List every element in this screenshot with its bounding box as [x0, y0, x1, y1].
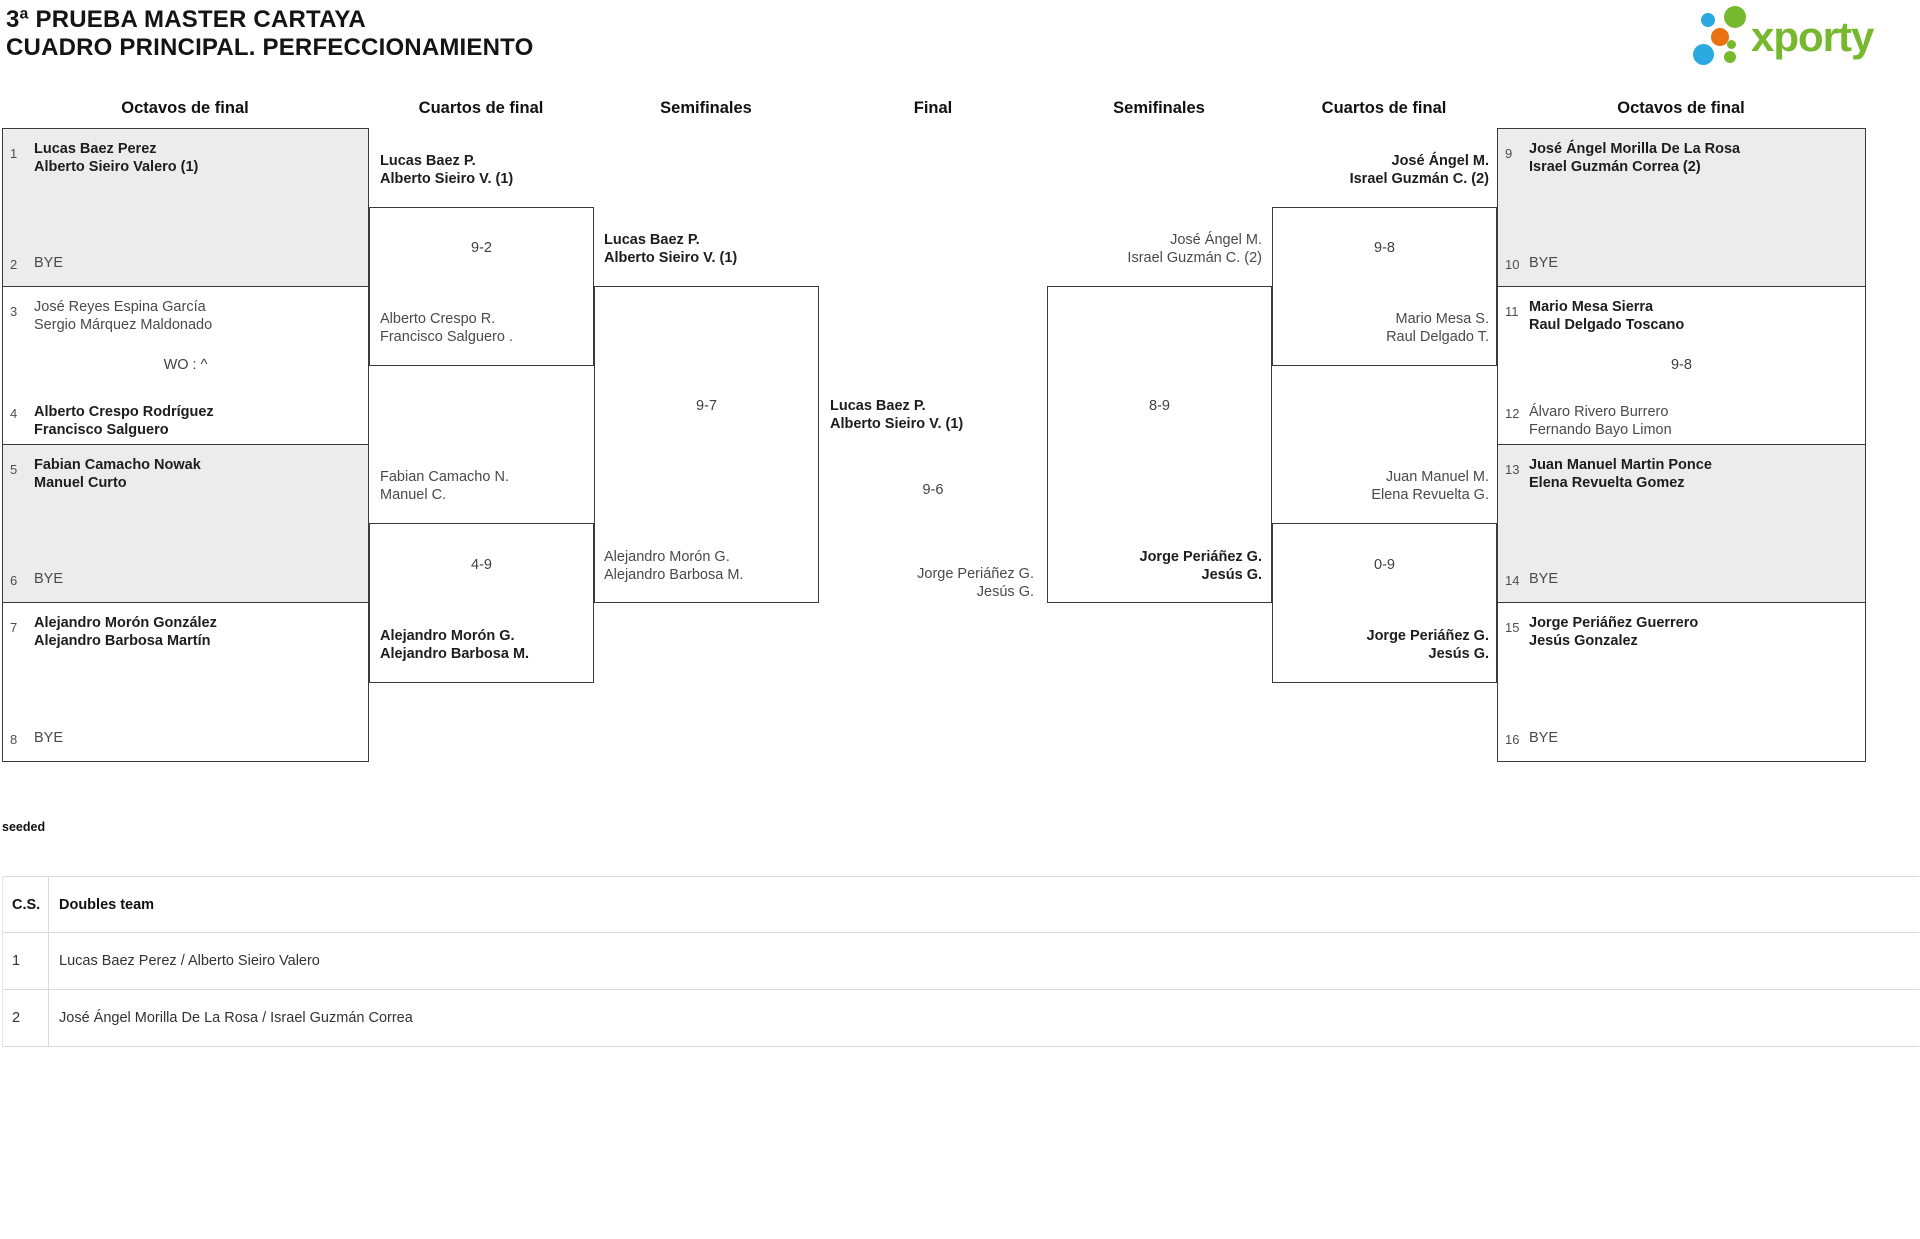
team-name: Jorge Periáñez G. Jesús G.: [1366, 628, 1490, 662]
seed-number-cell: 1: [3, 933, 49, 989]
match-box-cuartos-left-1[interactable]: [369, 207, 594, 366]
team-name: Lucas Baez P. Alberto Sieiro V. (1): [380, 153, 514, 187]
team-name: Juan Manuel M. Elena Revuelta G.: [1371, 469, 1489, 503]
seed-number: 10: [1505, 257, 1520, 272]
match-box-octavos-9-10[interactable]: 9 José Ángel Morilla De La Rosa Israel G…: [1497, 128, 1866, 287]
seed-number: 13: [1505, 462, 1520, 477]
seed-number: 5: [10, 462, 18, 477]
round-header-octavos-right: Octavos de final: [1617, 99, 1745, 117]
seed-number: 11: [1505, 304, 1519, 319]
team-name: Mario Mesa S. Raul Delgado T.: [1386, 311, 1489, 345]
team-name: Jorge Periáñez G. Jesús G.: [1139, 549, 1263, 583]
team-name: José Ángel M. Israel Guzmán C. (2): [1349, 153, 1489, 187]
round-header-semis-right: Semifinales: [1113, 99, 1205, 117]
seeded-table-header: C.S. Doubles team: [3, 877, 1919, 933]
seed-number: 1: [10, 146, 18, 161]
team-name: José Ángel M. Israel Guzmán C. (2): [1127, 232, 1262, 266]
logo-dot-orange: [1711, 28, 1729, 46]
final-score: 9-6: [922, 482, 944, 498]
team-name: José Reyes Espina García Sergio Márquez …: [34, 299, 213, 333]
logo-wordmark: xporty: [1751, 13, 1874, 60]
seeded-label: seeded: [2, 820, 46, 834]
seed-number: 14: [1505, 573, 1520, 588]
team-name: Juan Manuel Martin Ponce Elena Revuelta …: [1529, 457, 1712, 491]
seed-number-cell: 2: [3, 990, 49, 1046]
team-name: Fabian Camacho Nowak Manuel Curto: [34, 457, 201, 491]
team-name: Lucas Baez Perez Alberto Sieiro Valero (…: [34, 141, 199, 175]
seed-number: 7: [10, 620, 18, 635]
match-score: 8-9: [1149, 398, 1170, 414]
table-row: 2 José Ángel Morilla De La Rosa / Israel…: [3, 990, 1919, 1047]
team-name: BYE: [1529, 570, 1559, 587]
seed-number: 15: [1505, 620, 1520, 635]
match-score: WO : ^: [163, 356, 208, 373]
seed-number: 2: [10, 257, 18, 272]
match-box-octavos-1-2[interactable]: 1 Lucas Baez Perez Alberto Sieiro Valero…: [2, 128, 369, 287]
team-name: BYE: [34, 729, 64, 746]
match-score: 9-7: [696, 398, 717, 414]
team-name-cell: José Ángel Morilla De La Rosa / Israel G…: [59, 1010, 413, 1026]
match-box-cuartos-right-1[interactable]: [1272, 207, 1497, 366]
match-score: 0-9: [1374, 557, 1395, 573]
team-name: BYE: [34, 254, 64, 271]
match-score: 4-9: [471, 557, 492, 573]
seed-number: 8: [10, 732, 18, 747]
seed-number: 9: [1505, 146, 1513, 161]
round-header-cuartos-left: Cuartos de final: [418, 99, 544, 117]
logo-dot-green-large: [1724, 6, 1746, 28]
team-name: Lucas Baez P. Alberto Sieiro V. (1): [604, 232, 738, 266]
team-name: BYE: [1529, 729, 1559, 746]
seeded-table: C.S. Doubles team 1 Lucas Baez Perez / A…: [2, 876, 1919, 1047]
team-name: BYE: [1529, 254, 1559, 271]
page-title-line2: CUADRO PRINCIPAL. PERFECCIONAMIENTO: [6, 34, 534, 61]
seed-number: 4: [10, 406, 18, 421]
page-title-line1: 3ª PRUEBA MASTER CARTAYA: [6, 6, 366, 33]
match-score: 9-2: [471, 240, 492, 256]
logo-dot-green-tiny: [1727, 40, 1736, 49]
team-name: Alberto Crespo Rodríguez Francisco Salgu…: [34, 404, 214, 438]
final-runner-up-name: Jorge Periáñez G. Jesús G.: [917, 566, 1034, 600]
match-score: 9-8: [1374, 240, 1395, 256]
seed-number: 12: [1505, 406, 1520, 421]
match-box-octavos-13-14[interactable]: 13 Juan Manuel Martin Ponce Elena Revuel…: [1497, 444, 1866, 603]
round-header-cuartos-right: Cuartos de final: [1321, 99, 1447, 117]
column-header-cs: C.S.: [3, 877, 49, 932]
logo-dot-blue-large: [1693, 44, 1714, 65]
team-name: Alejandro Morón González Alejandro Barbo…: [34, 615, 217, 649]
team-name: Mario Mesa Sierra Raul Delgado Toscano: [1529, 299, 1685, 333]
match-box-cuartos-right-2[interactable]: [1272, 523, 1497, 683]
column-header-doubles-team: Doubles team: [59, 896, 155, 913]
match-box-octavos-5-6[interactable]: 5 Fabian Camacho Nowak Manuel Curto 6 BY…: [2, 444, 369, 603]
team-name: Jorge Periáñez Guerrero Jesús Gonzalez: [1529, 615, 1699, 649]
match-box-cuartos-left-2[interactable]: [369, 523, 594, 683]
match-box-semis-left[interactable]: [594, 286, 819, 603]
team-name: José Ángel Morilla De La Rosa Israel Guz…: [1529, 141, 1741, 175]
team-name: Álvaro Rivero Burrero Fernando Bayo Limo…: [1529, 404, 1672, 438]
final-winner-name: Lucas Baez P. Alberto Sieiro V. (1): [830, 398, 964, 432]
match-box-octavos-15-16[interactable]: 15 Jorge Periáñez Guerrero Jesús Gonzale…: [1497, 602, 1866, 762]
match-box-octavos-3-4[interactable]: 3 José Reyes Espina García Sergio Márque…: [2, 286, 369, 445]
round-header-semis-left: Semifinales: [660, 99, 752, 117]
team-name: Alejandro Morón G. Alejandro Barbosa M.: [604, 549, 744, 583]
team-name: Alejandro Morón G. Alejandro Barbosa M.: [380, 628, 530, 662]
round-header-final: Final: [913, 99, 953, 117]
xporty-logo[interactable]: xporty: [1690, 2, 1918, 72]
team-name-cell: Lucas Baez Perez / Alberto Sieiro Valero: [59, 953, 320, 969]
table-row: 1 Lucas Baez Perez / Alberto Sieiro Vale…: [3, 933, 1919, 990]
logo-dot-green-small: [1724, 51, 1736, 63]
round-header-octavos-left: Octavos de final: [121, 99, 249, 117]
seed-number: 6: [10, 573, 18, 588]
seed-number: 3: [10, 304, 18, 319]
seed-number: 16: [1505, 732, 1520, 747]
team-name: BYE: [34, 570, 64, 587]
match-box-octavos-7-8[interactable]: 7 Alejandro Morón González Alejandro Bar…: [2, 602, 369, 762]
team-name: Fabian Camacho N. Manuel C.: [380, 469, 509, 503]
match-score: 9-8: [1671, 356, 1692, 373]
team-name: Alberto Crespo R. Francisco Salguero .: [380, 311, 513, 345]
logo-dot-blue-small: [1701, 13, 1715, 27]
match-box-semis-right[interactable]: [1047, 286, 1272, 603]
match-box-octavos-11-12[interactable]: 11 Mario Mesa Sierra Raul Delgado Toscan…: [1497, 286, 1866, 445]
